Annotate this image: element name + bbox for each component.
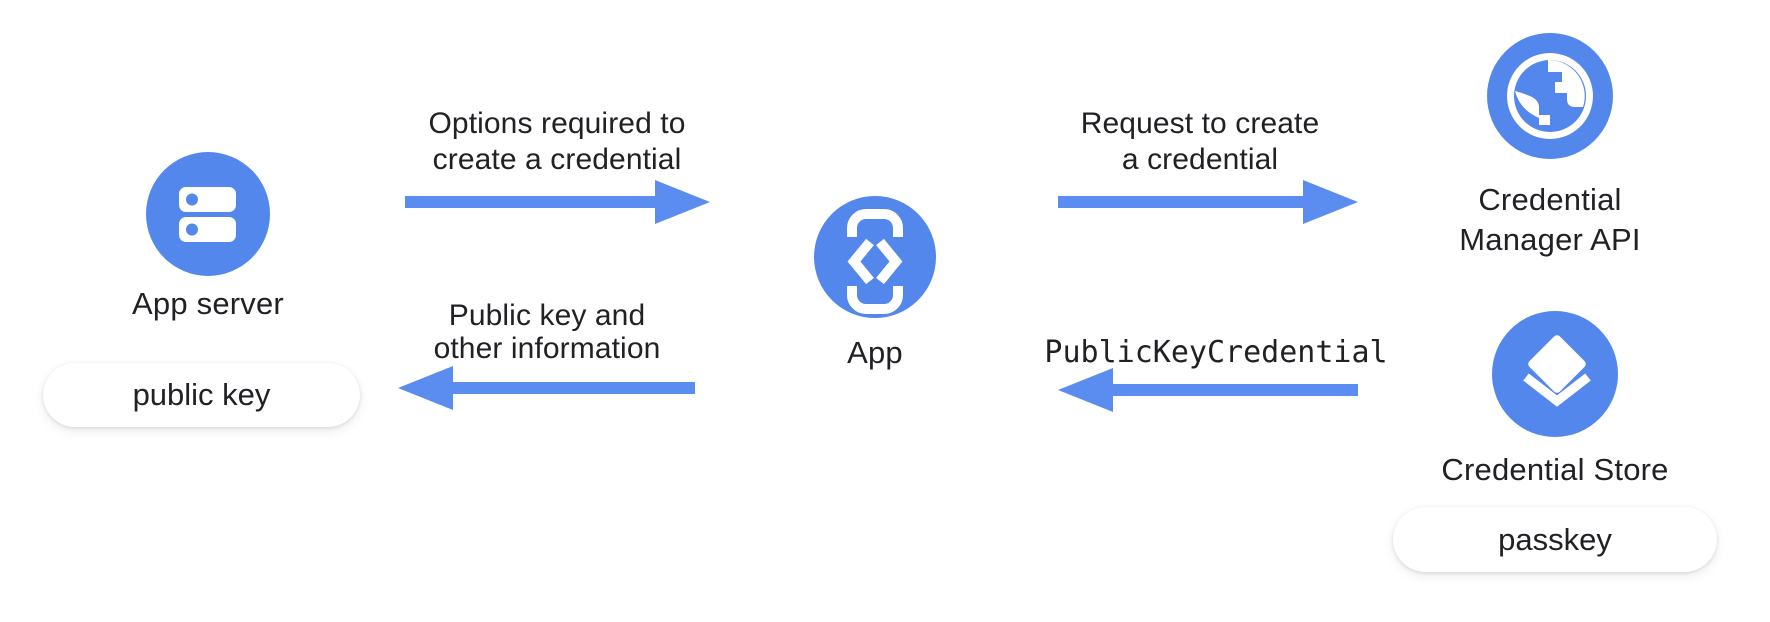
public-key-credential-left-arrow [1058,368,1358,412]
layers-icon [1492,311,1618,437]
credential-manager-api-label: Credential Manager API [1459,182,1641,257]
options-arrow-label: Options required to create a credential [428,107,686,176]
globe-icon [1487,33,1613,159]
phone-code-icon [814,196,936,318]
public-key-info-arrow-label: Public key and other information [433,299,661,365]
public-key-pill-label: public key [132,377,271,412]
passkey-pill-label: passkey [1498,521,1612,557]
passkey-pill: passkey [1393,507,1717,572]
server-icon [146,152,270,276]
app-server-node [146,152,270,276]
public-key-info-left-arrow [398,366,695,410]
app-node [814,196,936,318]
request-right-arrow [1058,180,1358,224]
credential-store-node [1492,311,1618,437]
credential-store-label: Credential Store [1441,452,1669,487]
options-right-arrow [405,180,710,224]
request-arrow-label: Request to create a credential [1080,107,1320,176]
app-server-label: App server [132,286,284,321]
credential-manager-api-node [1487,33,1613,159]
public-key-pill: public key [43,363,360,427]
app-label: App [847,335,903,370]
public-key-credential-arrow-label: PublicKeyCredential [1044,335,1388,370]
